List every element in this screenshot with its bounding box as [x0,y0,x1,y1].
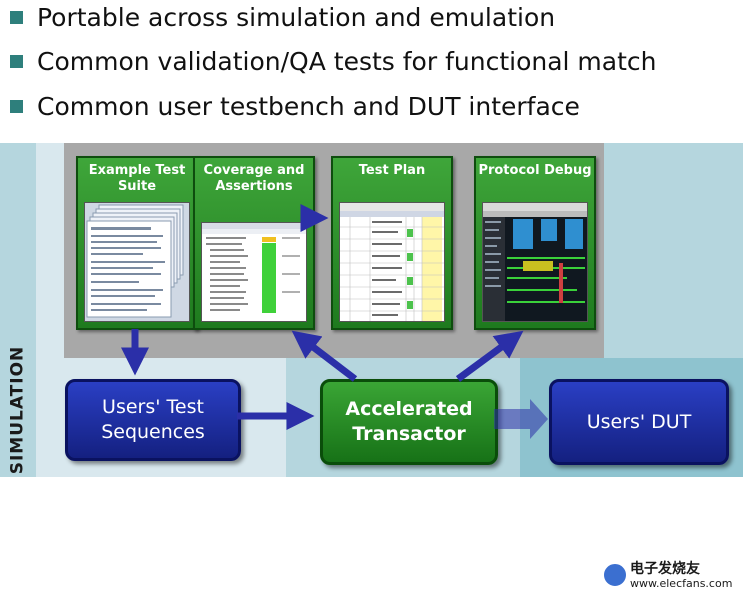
bullet-list: Portable across simulation and emulation… [0,0,743,140]
bullet-square-icon [10,54,23,68]
users-test-sequences-box: Users' Test Sequences [65,379,241,461]
card-coverage-assertions: Coverage and Assertions [193,156,315,330]
watermark-url: www.elecfans.com [630,577,733,590]
coverage-table-thumbnail [201,222,307,322]
spreadsheet-thumbnail [339,202,445,322]
card-title: Coverage and Assertions [203,163,305,194]
document-stack-thumbnail [84,202,190,322]
flow-arrows [121,204,548,439]
box-label: Users' DUT [586,410,692,433]
box-label: Users' Test Sequences [101,396,205,443]
card-protocol-debug: Protocol Debug [474,156,596,330]
bullet-item: Common validation/QA tests for functiona… [10,44,656,78]
box-label: Accelerated Transactor [345,398,473,445]
card-test-plan: Test Plan [331,156,453,330]
arrow-transactor-to-dut [494,399,548,439]
arrow-transactor-to-coverage [291,330,358,382]
watermark-logo-icon [602,562,628,588]
bullet-item: Common user testbench and DUT interface [10,89,580,123]
arrow-transactor-to-debug [455,330,524,382]
card-title: Test Plan [358,163,426,178]
flow-diagram: SIMULATION Example Test Suite [0,143,743,590]
bullet-square-icon [10,10,23,24]
bullet-item: Portable across simulation and emulation [10,0,555,34]
watermark-brand: 电子发烧友 [630,561,700,577]
card-title: Example Test Suite [88,163,186,194]
users-dut-box: Users' DUT [549,379,729,465]
bullet-text: Portable across simulation and emulation [37,2,556,32]
bullet-square-icon [10,99,23,113]
bullet-text: Common user testbench and DUT interface [37,91,580,121]
waveform-thumbnail [482,202,588,322]
bullet-text: Common validation/QA tests for functiona… [37,46,657,76]
card-title: Protocol Debug [478,163,592,178]
